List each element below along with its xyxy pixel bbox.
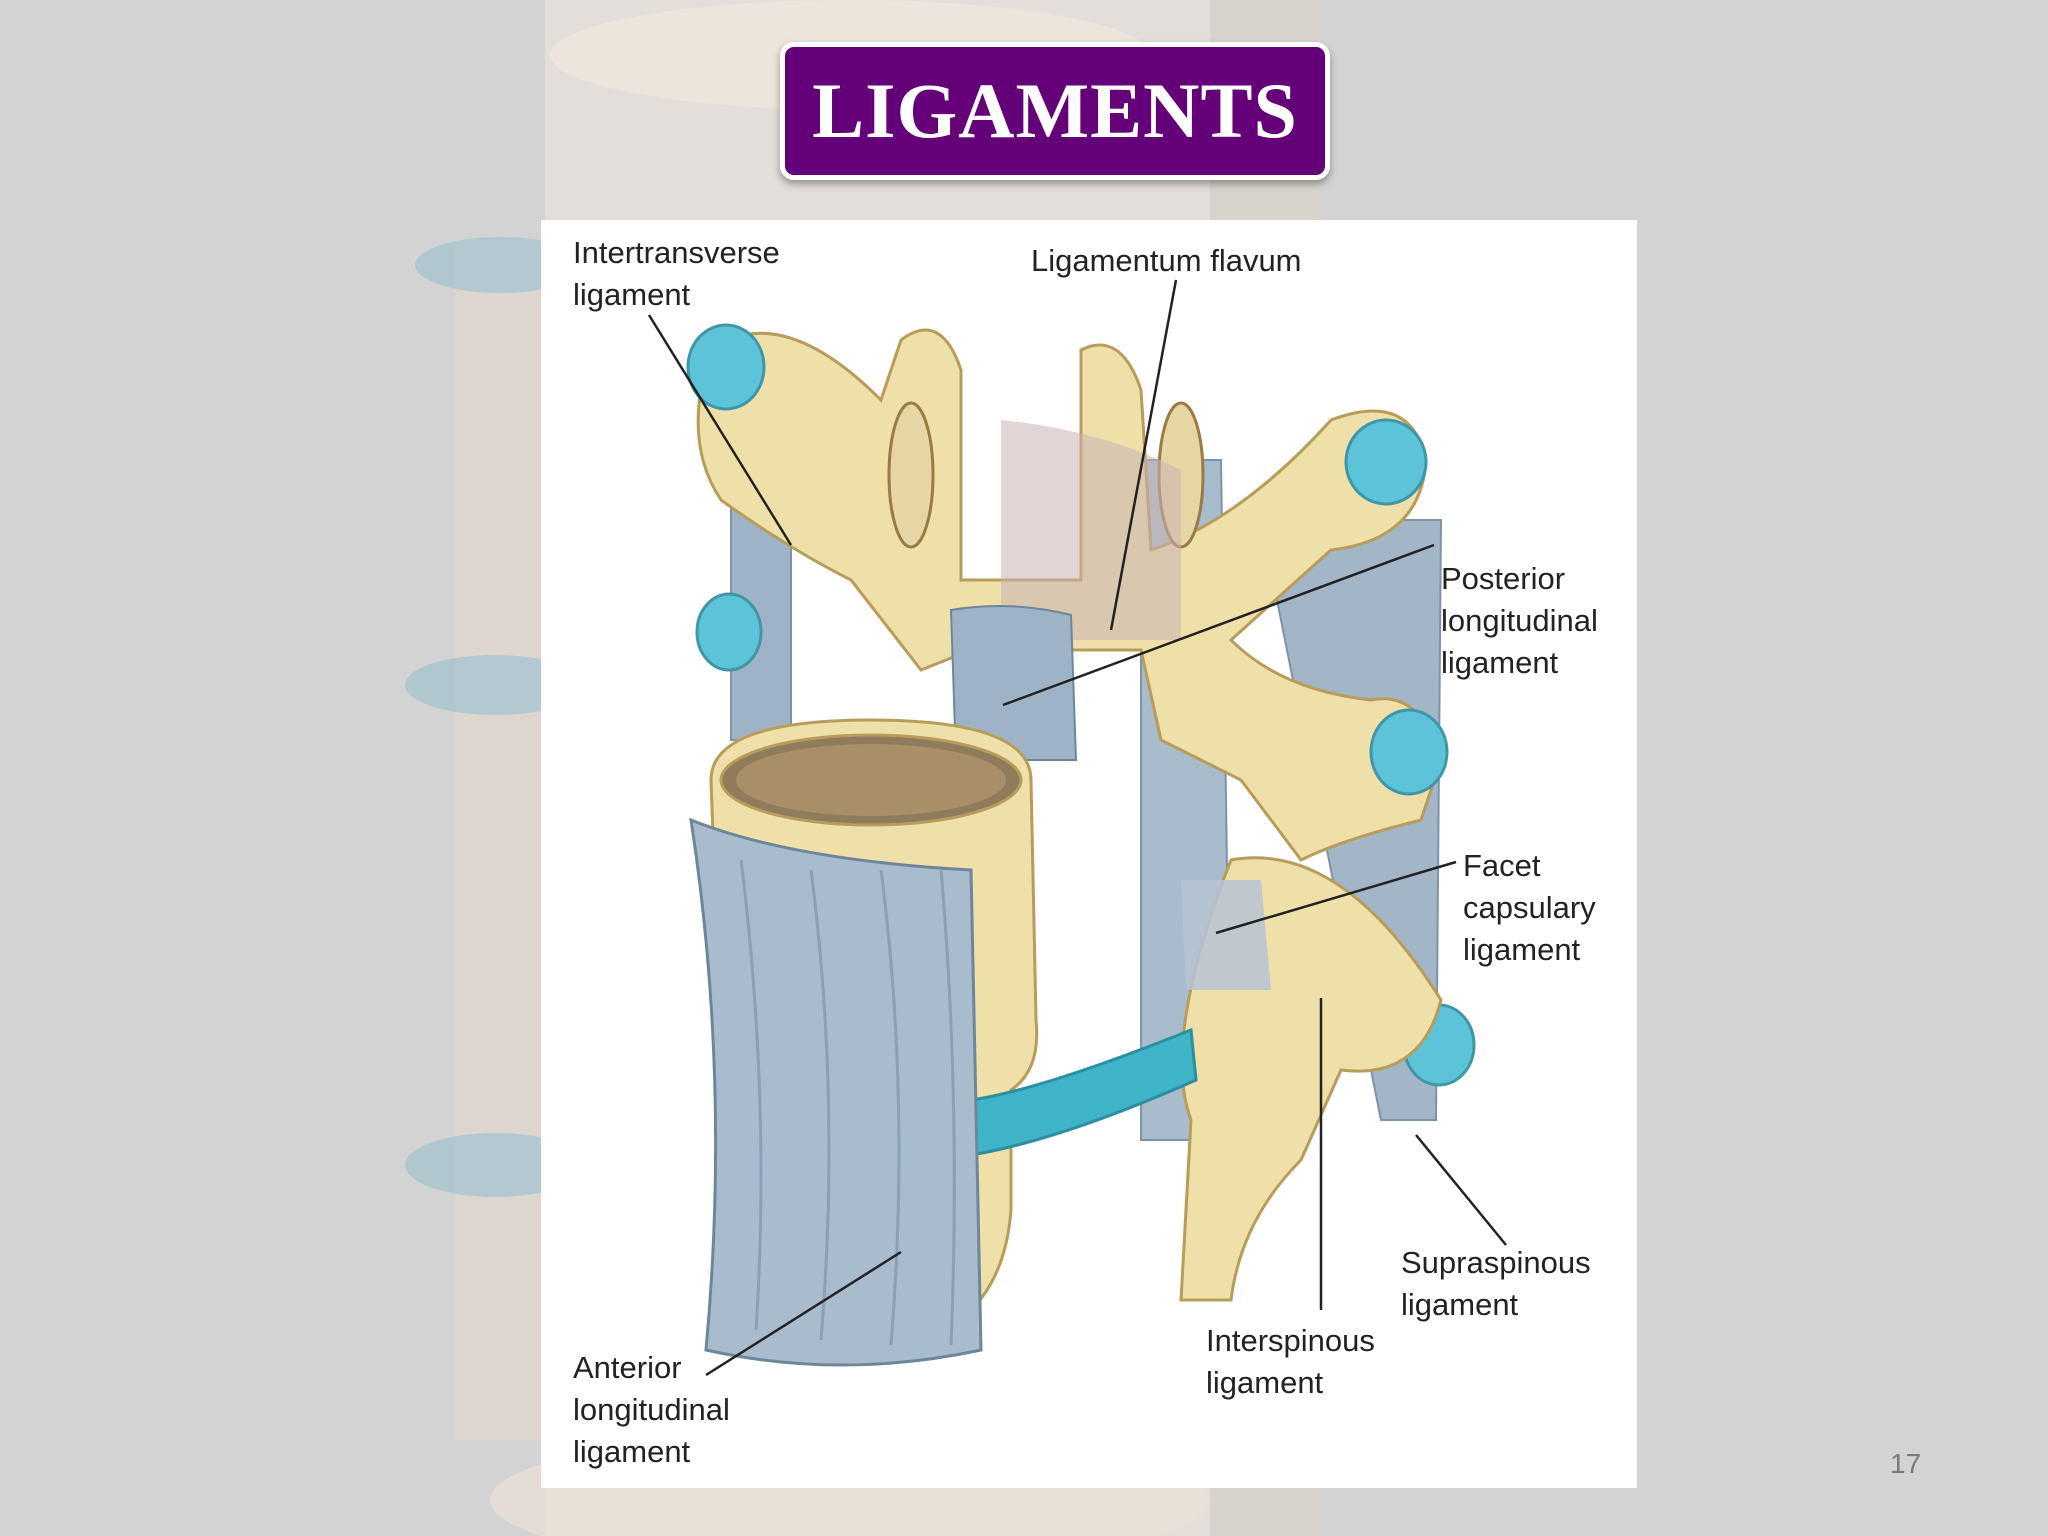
label-interspinous-ligament: Interspinous ligament [1206,1323,1375,1400]
label-anterior-longitudinal-ligament: Anterior longitudinal ligament [573,1350,730,1469]
ligaments-illustration: Intertransverse ligament Ligamentum flav… [541,220,1637,1488]
label-posterior-longitudinal-ligament: Posterior longitudinal ligament [1441,561,1598,680]
label-intertransverse-ligament: Intertransverse ligament [573,235,780,312]
label-ligamentum-flavum: Ligamentum flavum [1031,243,1302,278]
slide-title: LIGAMENTS [812,67,1298,154]
label-supraspinous-ligament: Supraspinous ligament [1401,1245,1591,1322]
page-number: 17 [1890,1448,1922,1479]
label-facet-capsulary-ligament: Facet capsulary ligament [1463,848,1596,967]
title-box: LIGAMENTS [780,42,1330,180]
vertebra-illustration [647,279,1507,1377]
